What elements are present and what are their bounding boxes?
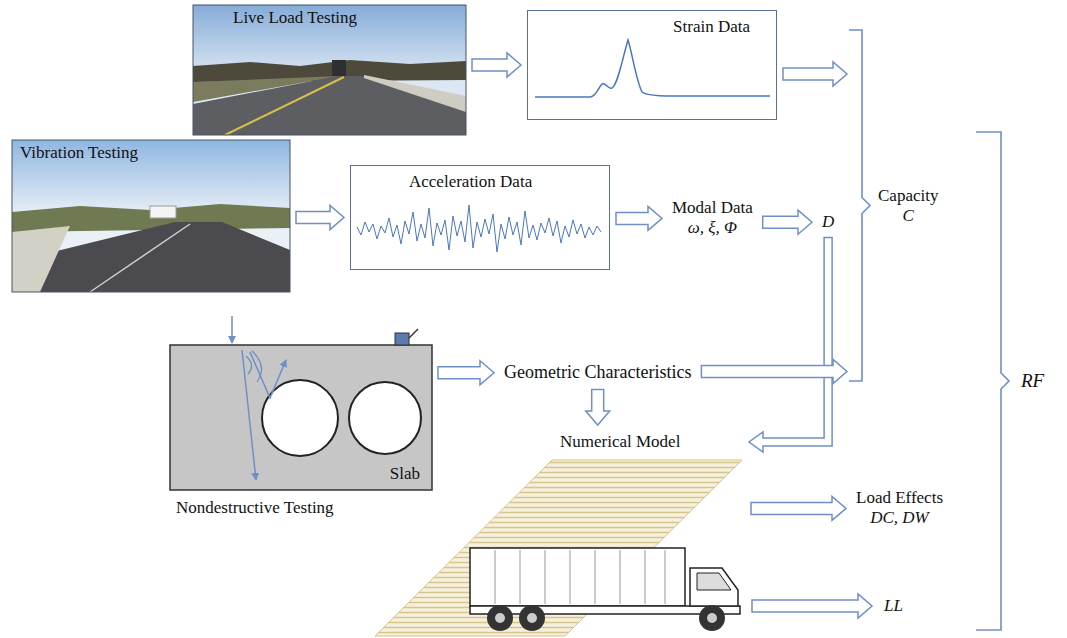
- node-label: Capacity: [878, 185, 938, 205]
- data-plot-box: Strain Data: [527, 10, 777, 120]
- text-node: D: [818, 210, 838, 234]
- flow-arrow: [472, 53, 521, 77]
- test-photo: Vibration Testing: [12, 140, 290, 292]
- acceleration-signal: [357, 205, 601, 252]
- node-label: D: [822, 212, 834, 232]
- slab-body: Slab: [170, 345, 432, 490]
- live-load-photo: [193, 5, 466, 135]
- flow-arrow: [296, 206, 344, 230]
- node-label: Vibration Testing: [20, 143, 138, 163]
- node-label: Numerical Model: [560, 432, 680, 452]
- node-label: ω, ξ, Φ: [672, 218, 753, 238]
- dump-truck: [470, 548, 740, 631]
- flow-arrow: [751, 496, 846, 520]
- node-label: Geometric Characteristics: [504, 362, 691, 384]
- bracket-line: [976, 132, 1009, 630]
- data-plot-box: Acceleration Data: [350, 165, 610, 270]
- text-node: LL: [880, 594, 907, 618]
- node-label: C: [878, 206, 938, 226]
- flow-arrow: [701, 360, 847, 384]
- bracket-line: [849, 30, 870, 381]
- text-node: Modal Dataω, ξ, Φ: [668, 196, 757, 241]
- flow-arrow: [586, 390, 610, 425]
- node-label: LL: [884, 596, 903, 616]
- text-node: Geometric Characteristics: [500, 360, 695, 386]
- bracket-outline: [975, 130, 1060, 632]
- node-label: Load Effects: [856, 488, 943, 508]
- node-label: Nondestructive Testing: [170, 498, 432, 518]
- node-label: Acceleration Data: [409, 172, 532, 192]
- flow-arrow: [763, 210, 812, 234]
- node-label: Slab: [390, 464, 420, 484]
- numerical-model: Numerical Model: [375, 428, 745, 636]
- node-label: Strain Data: [673, 17, 750, 37]
- node-label: Live Load Testing: [233, 8, 357, 28]
- flow-arrow: [438, 361, 494, 385]
- live-load-arrow: [752, 594, 872, 618]
- slab-section-drawing: [170, 316, 432, 490]
- text-node: Load EffectsDC, DW: [852, 486, 947, 531]
- bracket-group: CapacityC: [848, 28, 963, 383]
- test-photo: Live Load Testing: [193, 5, 466, 135]
- slab-section: SlabNondestructive Testing: [170, 345, 432, 518]
- flow-arrow: [749, 237, 832, 452]
- bridge-deck-model: [375, 460, 742, 636]
- vibration-photo: [12, 140, 290, 292]
- flow-arrow: [616, 206, 662, 230]
- strain-signal: [535, 40, 770, 97]
- flow-arrow: [783, 62, 847, 86]
- bracket-group: RF: [975, 130, 1060, 632]
- node-label: RF: [1021, 370, 1044, 393]
- node-label: Modal Data: [672, 198, 753, 218]
- node-label: DC, DW: [856, 508, 943, 528]
